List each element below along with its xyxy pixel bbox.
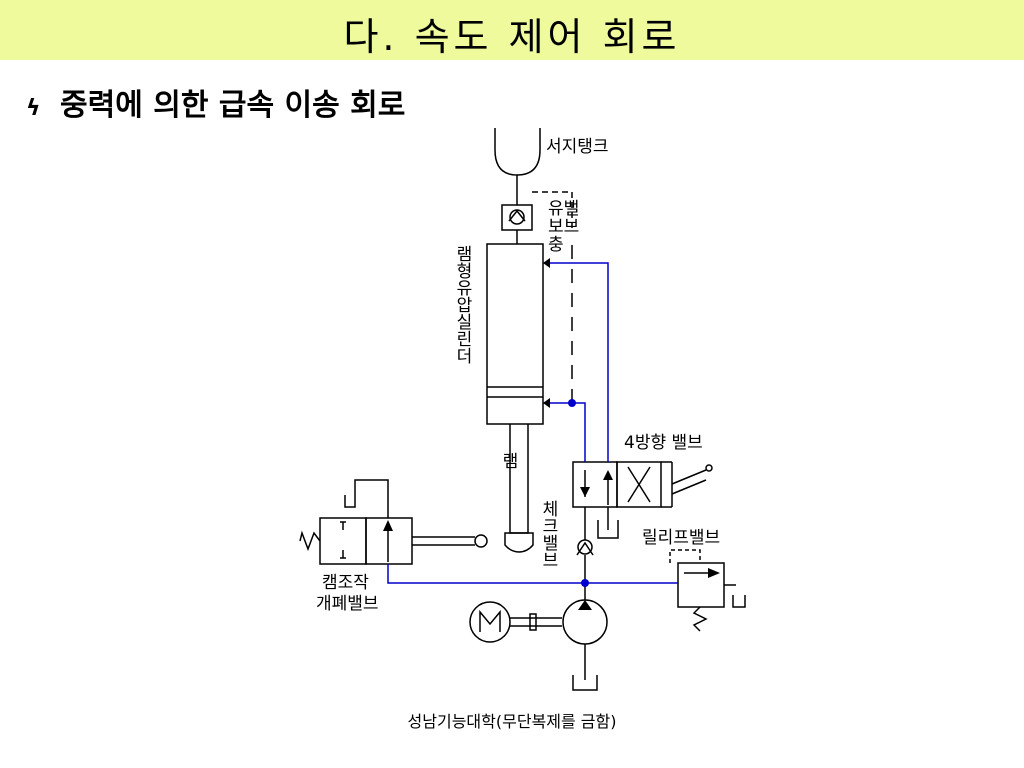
label-relief-valve: 릴리프밸브 — [642, 528, 720, 548]
four-way-valve — [572, 461, 713, 508]
prefill-valve — [501, 204, 533, 231]
label-valve-col1: 유밸 — [548, 199, 579, 219]
label-ram-cylinder: 램형유압실린더 — [452, 245, 472, 364]
footer-credit: 성남기능대학(무단복제를 금함) — [407, 712, 617, 731]
label-valve-col3: 충 — [548, 235, 564, 255]
ram-cylinder — [486, 243, 544, 425]
label-surge-tank: 서지탱크 — [546, 137, 609, 157]
label-four-way-valve: 4방향 밸브 — [624, 433, 703, 453]
label-cam-valve-line2: 개폐밸브 — [316, 594, 379, 614]
label-check-valve: 체크밸브 — [538, 500, 558, 568]
surge-tank — [494, 128, 541, 176]
label-ram: 램 — [498, 452, 518, 469]
cam-operated-valve — [299, 517, 488, 565]
label-cam-valve-line1: 캠조작 — [322, 573, 369, 593]
subtitle-text: 중력에 의한 급속 이송 회로 — [60, 88, 406, 123]
motor — [469, 601, 511, 643]
page-title: 다. 속도 제어 회로 — [343, 15, 681, 59]
lightning-bullet-icon: ϟ — [26, 96, 41, 121]
subtitle: ϟ 중력에 의한 급속 이송 회로 — [26, 80, 405, 124]
title-bar — [0, 0, 1024, 60]
ram-rod — [509, 424, 529, 534]
relief-valve — [669, 549, 746, 632]
label-valve-col2: 보브 — [548, 217, 579, 237]
